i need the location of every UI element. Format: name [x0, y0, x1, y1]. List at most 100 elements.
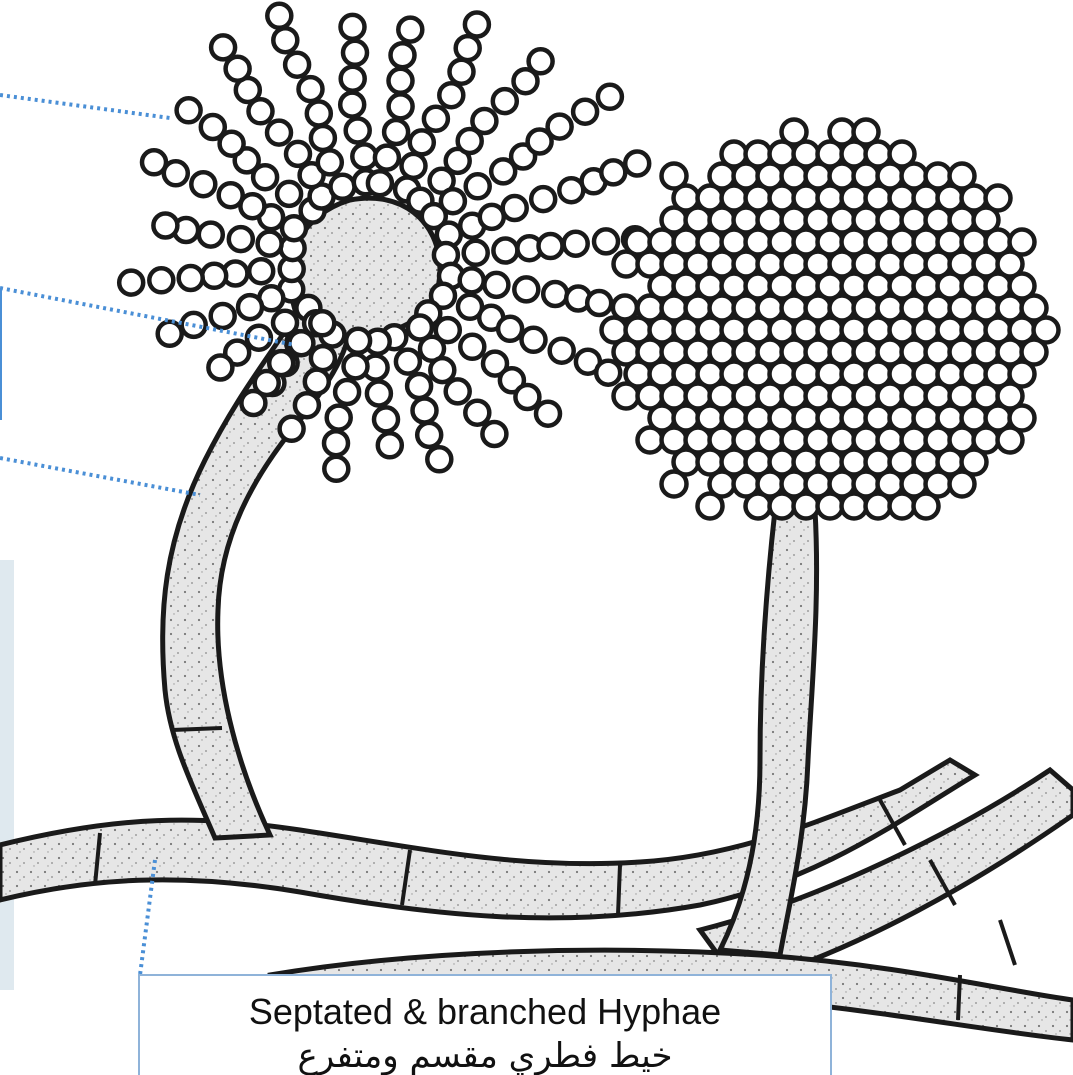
spore	[596, 361, 620, 385]
spore	[472, 109, 496, 133]
spore	[514, 277, 538, 301]
spore	[375, 146, 399, 170]
spore	[267, 121, 291, 145]
spore	[335, 380, 359, 404]
spore	[522, 328, 546, 352]
spore	[191, 172, 215, 196]
spore	[402, 154, 426, 178]
caption-box: Septated & branched Hyphae خيط فطري مقسم…	[138, 974, 832, 1075]
spore	[343, 41, 367, 65]
spore	[450, 60, 474, 84]
spore	[311, 126, 335, 150]
spore	[427, 447, 451, 471]
spore	[503, 196, 527, 220]
spore	[413, 399, 437, 423]
spore	[770, 494, 795, 519]
spore	[226, 57, 250, 81]
spore	[389, 69, 413, 93]
spore	[255, 371, 279, 395]
spore	[280, 417, 304, 441]
spore	[594, 229, 618, 253]
spore	[446, 379, 470, 403]
spore	[430, 358, 454, 382]
leader-line-conidiophore	[0, 458, 200, 495]
spore	[890, 494, 915, 519]
spore	[352, 144, 376, 168]
spore	[536, 402, 560, 426]
spore	[410, 130, 434, 154]
spore	[587, 291, 611, 315]
spore	[368, 171, 392, 195]
spore	[466, 174, 490, 198]
spore	[344, 354, 368, 378]
spore	[482, 422, 506, 446]
spore	[199, 223, 223, 247]
spore	[460, 268, 484, 292]
spore	[285, 53, 309, 77]
spore	[211, 35, 235, 59]
spore	[515, 385, 539, 409]
spore	[289, 331, 313, 355]
spore	[331, 175, 355, 199]
spore	[439, 83, 463, 107]
spore	[378, 433, 402, 457]
spore	[211, 304, 235, 328]
spore	[295, 393, 319, 417]
spore	[389, 94, 413, 118]
spore	[493, 239, 517, 263]
spore	[219, 183, 243, 207]
spore	[229, 227, 253, 251]
spore	[625, 152, 649, 176]
spore	[564, 232, 588, 256]
spore	[484, 273, 508, 297]
spore	[327, 406, 351, 430]
spore	[202, 264, 226, 288]
spore	[286, 142, 310, 166]
leader-line-conidia	[0, 95, 170, 118]
spore	[367, 382, 391, 406]
spore	[698, 494, 723, 519]
spore	[441, 189, 465, 213]
spore	[201, 115, 225, 139]
spore	[398, 18, 422, 42]
spore	[391, 43, 415, 67]
spore	[149, 268, 173, 292]
spore	[374, 407, 398, 431]
spore	[307, 102, 331, 126]
spore	[273, 28, 297, 52]
spore	[598, 85, 622, 109]
spore	[258, 232, 282, 256]
caption-arabic: خيط فطري مقسم ومتفرع	[140, 1034, 830, 1075]
spore	[638, 428, 663, 453]
spore	[818, 494, 843, 519]
spore	[493, 89, 517, 113]
spore	[424, 107, 448, 131]
spore	[179, 266, 203, 290]
septum	[1000, 920, 1015, 965]
spore	[142, 150, 166, 174]
spore	[573, 100, 597, 124]
spore	[177, 98, 201, 122]
spore	[407, 374, 431, 398]
spore	[498, 317, 522, 341]
spore	[305, 370, 329, 394]
spore	[614, 252, 639, 277]
spore	[914, 494, 939, 519]
spore	[396, 350, 420, 374]
spore	[277, 182, 301, 206]
spore	[456, 36, 480, 60]
spore	[531, 187, 555, 211]
spore	[460, 335, 484, 359]
spore	[346, 329, 370, 353]
spore	[158, 322, 182, 346]
spore	[866, 494, 891, 519]
spore	[324, 457, 348, 481]
spore	[465, 401, 489, 425]
spore	[417, 423, 441, 447]
spore	[550, 339, 574, 363]
spore	[341, 15, 365, 39]
spore	[998, 428, 1023, 453]
spore	[346, 119, 370, 143]
